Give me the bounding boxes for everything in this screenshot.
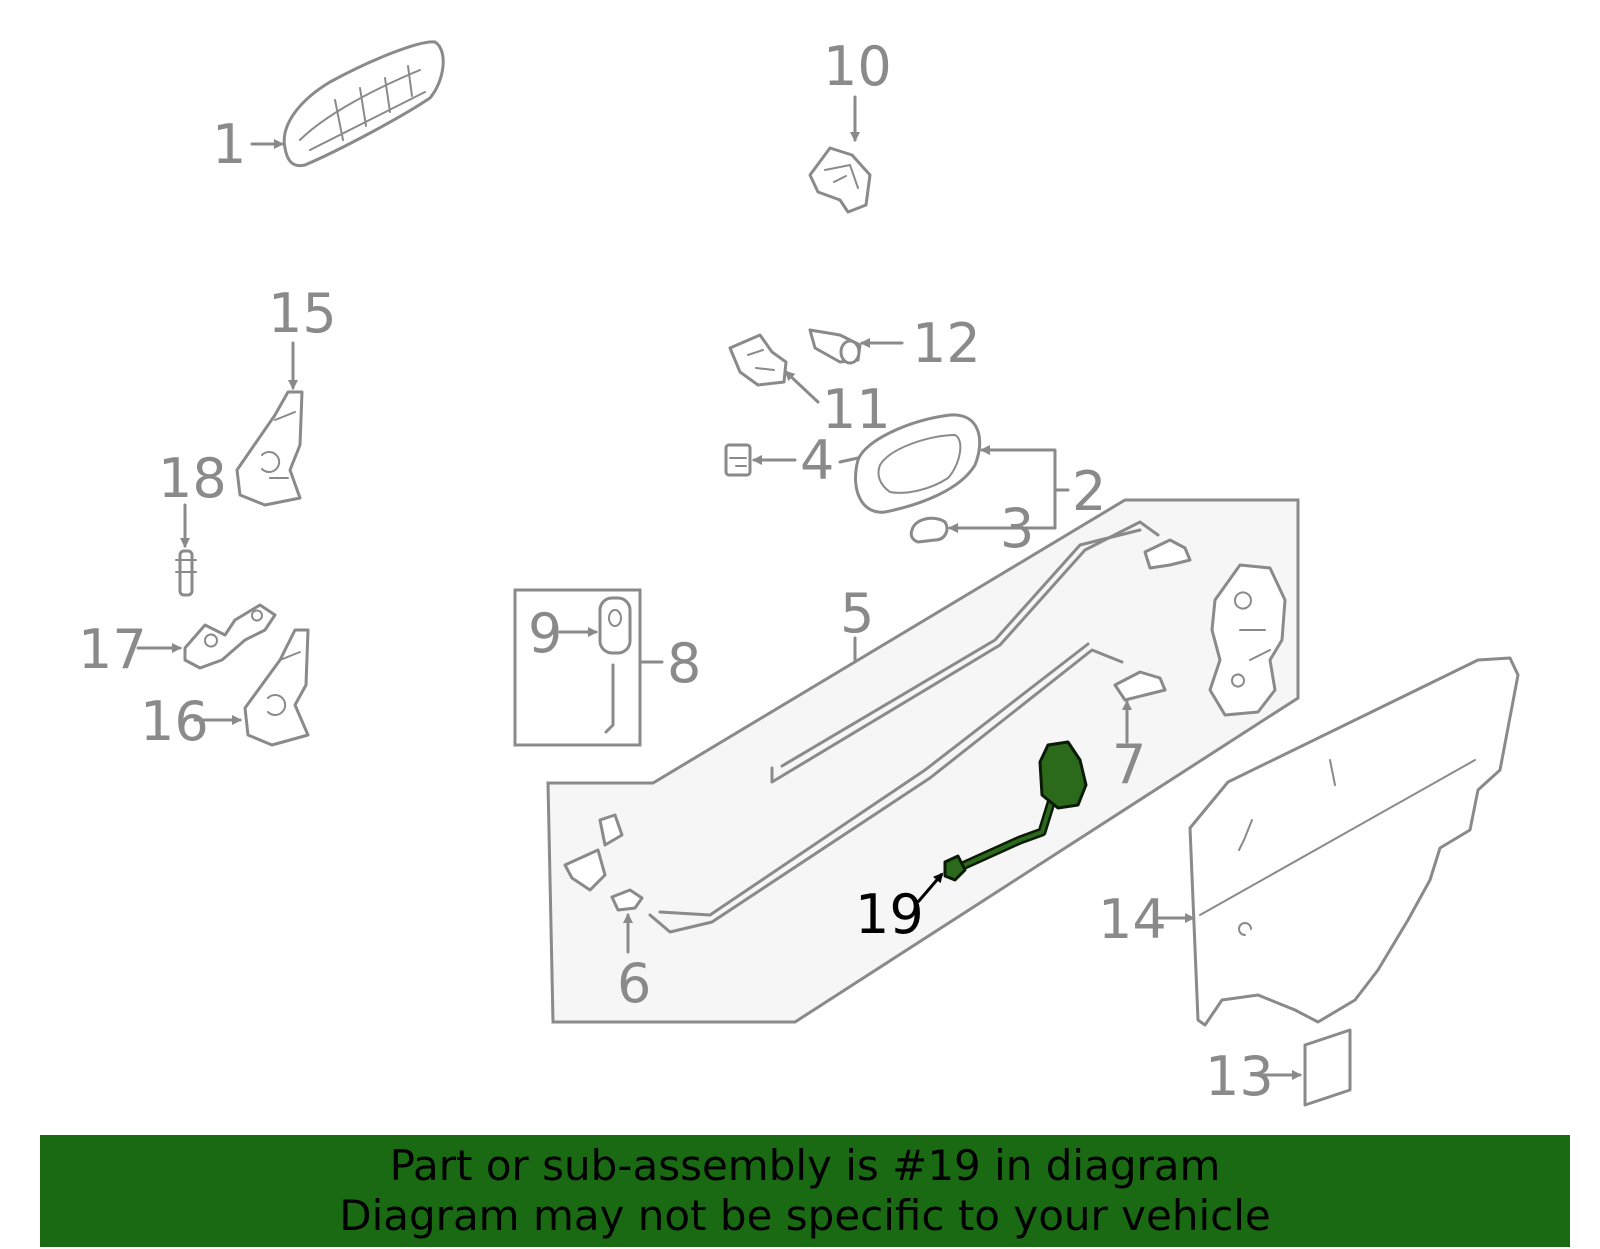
callout-19: 19 [855,883,924,946]
callout-12: 12 [912,312,981,375]
part-8-group-box [513,588,642,747]
callout-10: 10 [823,35,892,98]
part-4-clip [724,443,752,477]
part-9-lock-knob [598,596,632,734]
part-6-clip [610,888,644,912]
callout-13: 13 [1205,1045,1274,1108]
part-12-lock-cylinder [808,328,862,365]
part-5-group-panel [546,498,1300,1024]
part-2-inside-handle [838,413,982,514]
part-5-bracket-left [563,813,624,892]
part-5-rod-clip-upper [1143,538,1192,570]
part-16-lower-hinge [243,628,310,747]
part-1-outside-handle [282,40,445,168]
banner-line-2: Diagram may not be specific to your vehi… [339,1191,1271,1240]
part-11-lock-bracket [728,333,788,387]
callout-18: 18 [158,447,227,510]
callout-5: 5 [840,582,874,645]
callout-6: 6 [617,952,651,1015]
callout-17: 17 [78,618,147,681]
banner-line-1: Part or sub-assembly is #19 in diagram [389,1141,1221,1190]
part-15-upper-hinge [235,390,304,507]
callout-3: 3 [1000,497,1034,560]
callout-9: 9 [528,602,562,665]
callout-1: 1 [212,113,246,176]
part-3-screw-cap [909,516,949,544]
part-14-door-trim-panel [1188,656,1520,1027]
part-10-latch-piece [808,146,872,214]
part-13-pad [1303,1028,1352,1107]
info-banner: Part or sub-assembly is #19 in diagram D… [40,1135,1570,1247]
callout-15: 15 [268,282,337,345]
callout-11: 11 [822,378,891,441]
callout-2: 2 [1072,460,1106,523]
callout-7: 7 [1112,733,1146,796]
part-5-latch-assembly [1208,563,1287,717]
part-19-highlighted-actuator [943,740,1088,882]
part-17-door-check [183,603,277,670]
part-18-hinge-pin [175,549,197,597]
callout-4: 4 [800,429,834,492]
callout-14: 14 [1098,888,1167,951]
callout-8: 8 [667,632,701,695]
callout-16: 16 [140,690,209,753]
